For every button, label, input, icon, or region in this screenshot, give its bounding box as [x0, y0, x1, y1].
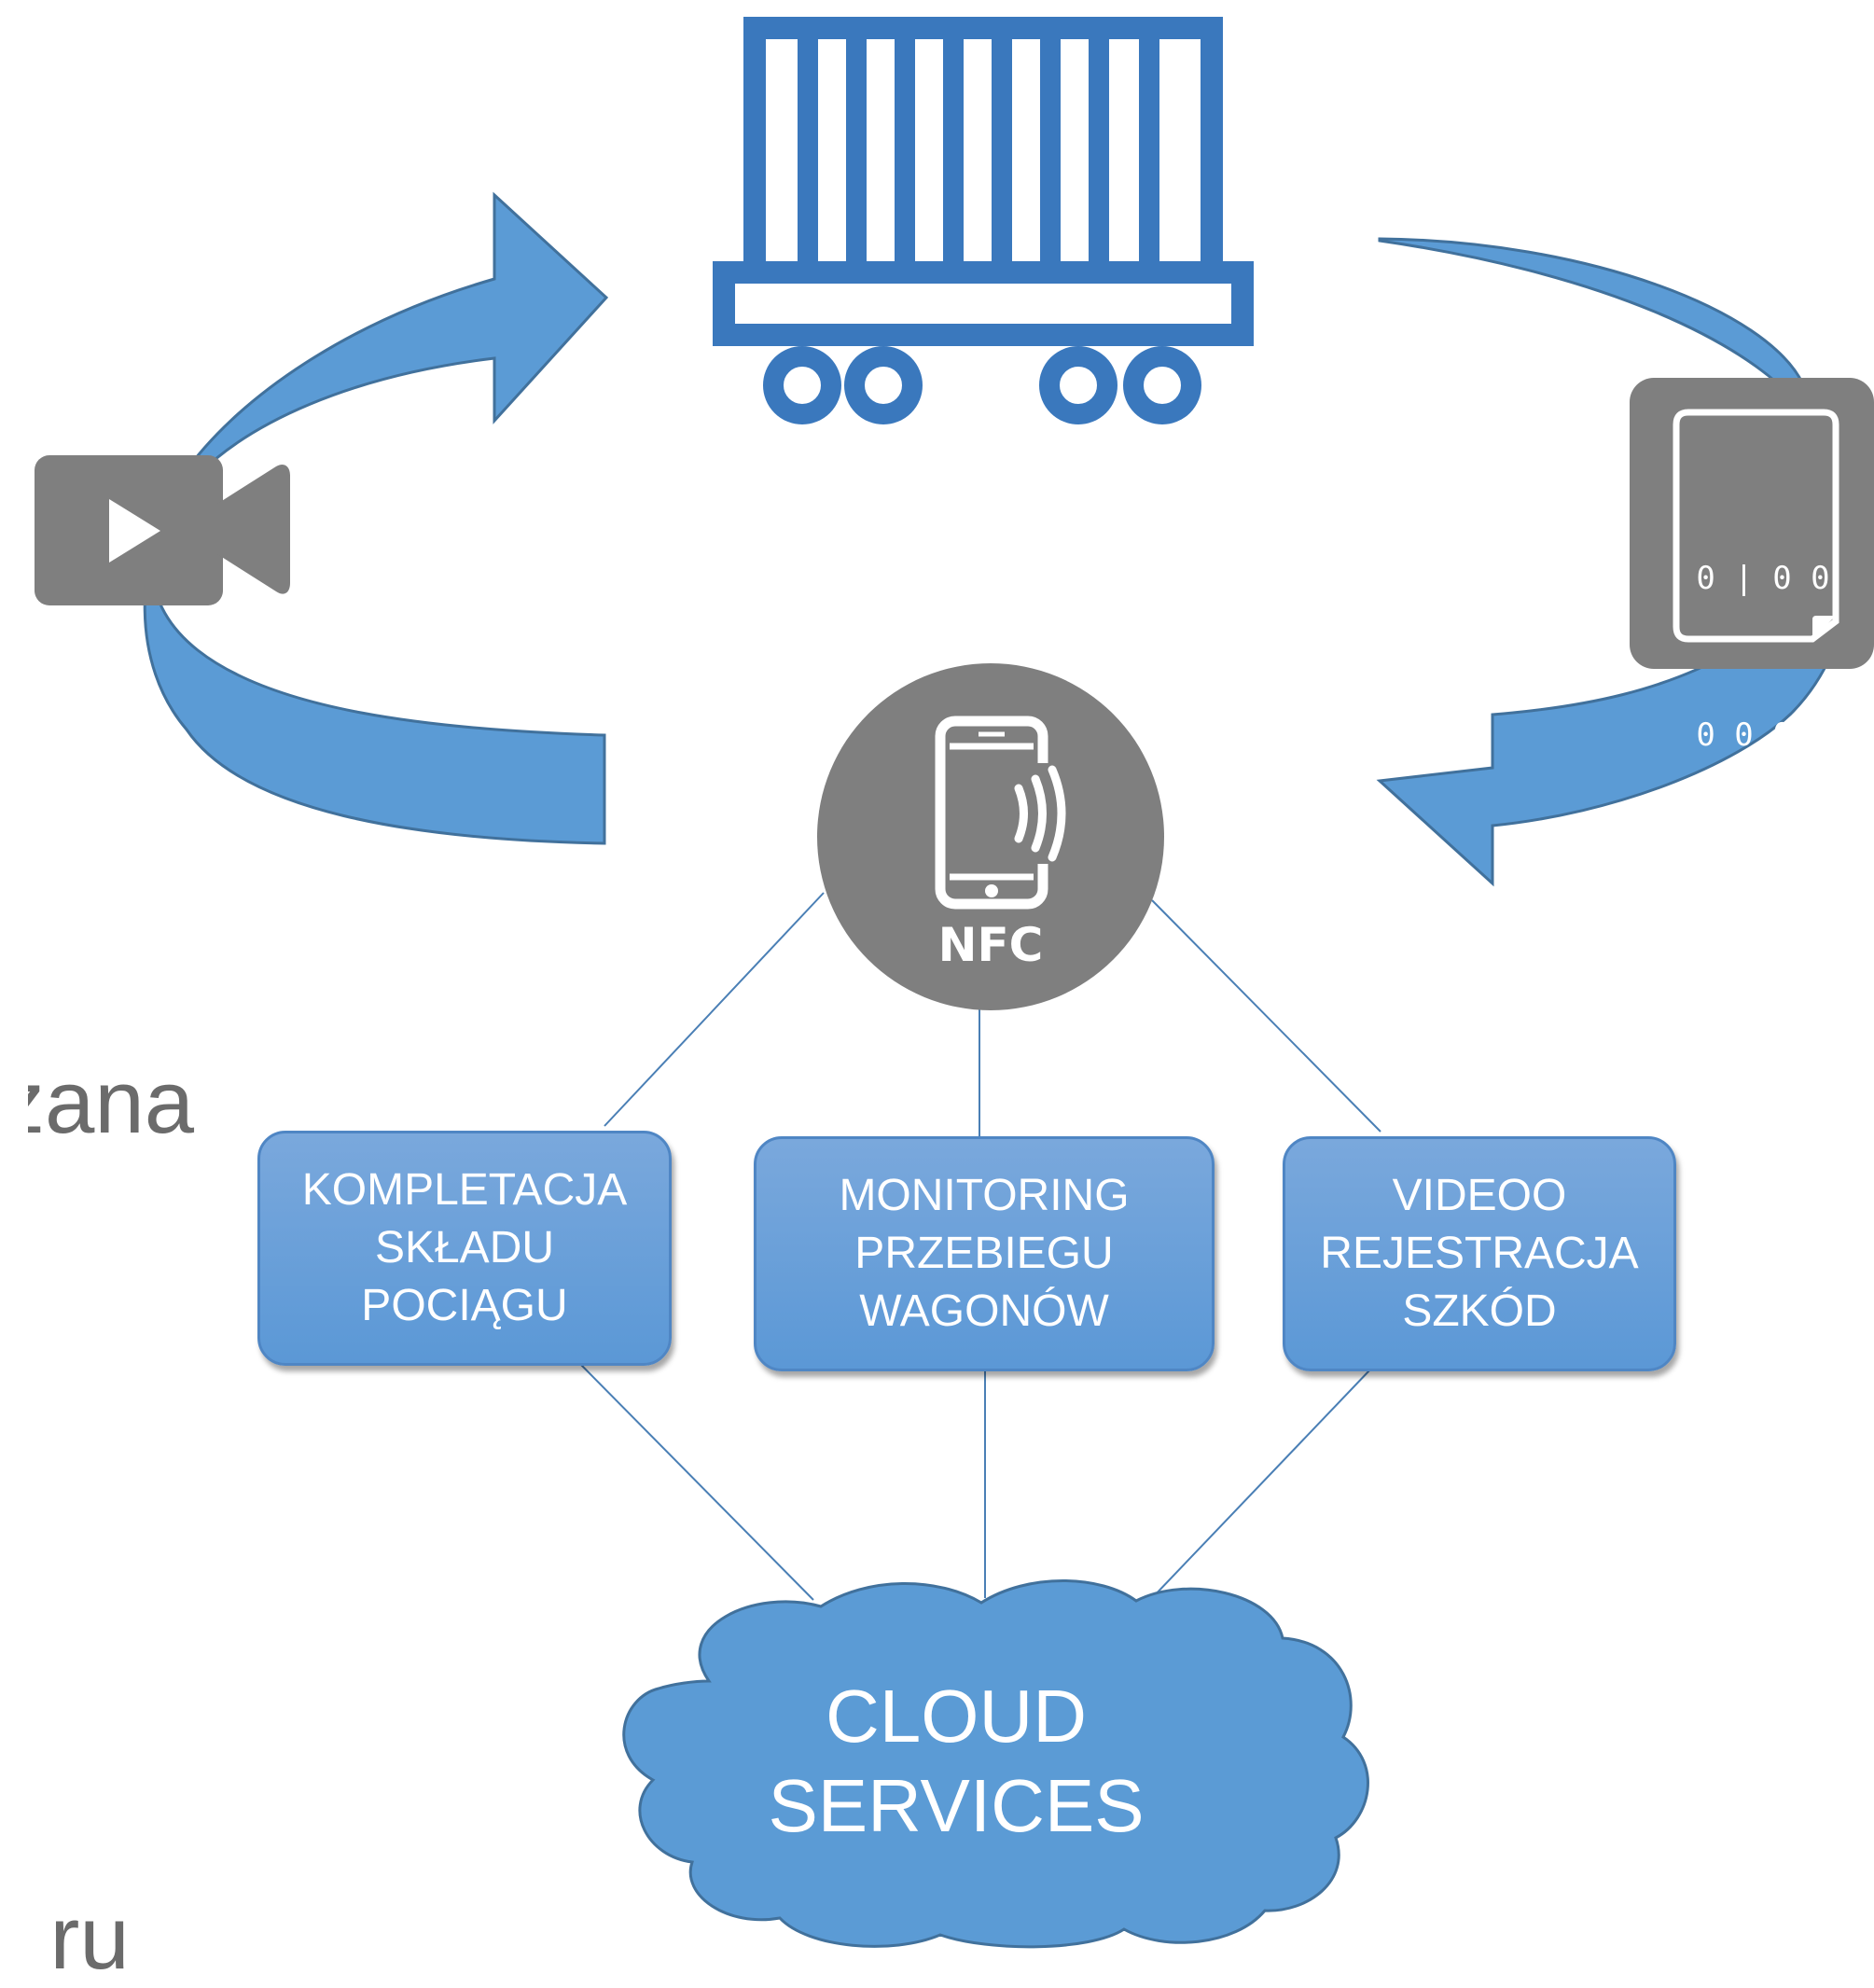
connector-box3-cloud: [1151, 1368, 1372, 1599]
connector-lines: [579, 892, 1381, 1601]
binary-row-1: 0 | 0 0: [1696, 560, 1830, 597]
connector-nfc-box1: [604, 892, 825, 1127]
side-text-upper: zana: [0, 1052, 195, 1152]
binary-data-icon: [1630, 378, 1874, 669]
box-kompletacja-label: KOMPLETACJA SKŁADU POCIĄGU: [301, 1165, 628, 1330]
nfc-label: NFC: [938, 918, 1044, 972]
connector-box1-cloud: [579, 1363, 814, 1601]
box-monitoring-label: MONITORING PRZEBIEGU WAGONÓW: [839, 1171, 1130, 1336]
connector-nfc-box3: [1151, 899, 1381, 1133]
freight-wagon-icon: [713, 17, 1254, 424]
box-videoo-label: VIDEOO REJESTRACJA SZKÓD: [1320, 1171, 1639, 1336]
box-monitoring: MONITORING PRZEBIEGU WAGONÓW: [754, 1136, 1215, 1371]
box-videoo: VIDEOO REJESTRACJA SZKÓD: [1283, 1136, 1676, 1371]
binary-row-3: | 0 | |: [1696, 873, 1830, 911]
nfc-phone-icon: NFC: [817, 663, 1164, 1010]
binary-row-2: 0 0 0 0: [1696, 716, 1830, 754]
video-camera-icon: [35, 455, 290, 605]
cloud-shape: [622, 1579, 1369, 1949]
box-kompletacja: KOMPLETACJA SKŁADU POCIĄGU: [257, 1131, 672, 1366]
binary-digits: 0 | 0 0 0 0 0 0 | 0 | |: [1688, 448, 1838, 1022]
cloud-label: CLOUD SERVICES: [768, 1675, 1145, 1847]
